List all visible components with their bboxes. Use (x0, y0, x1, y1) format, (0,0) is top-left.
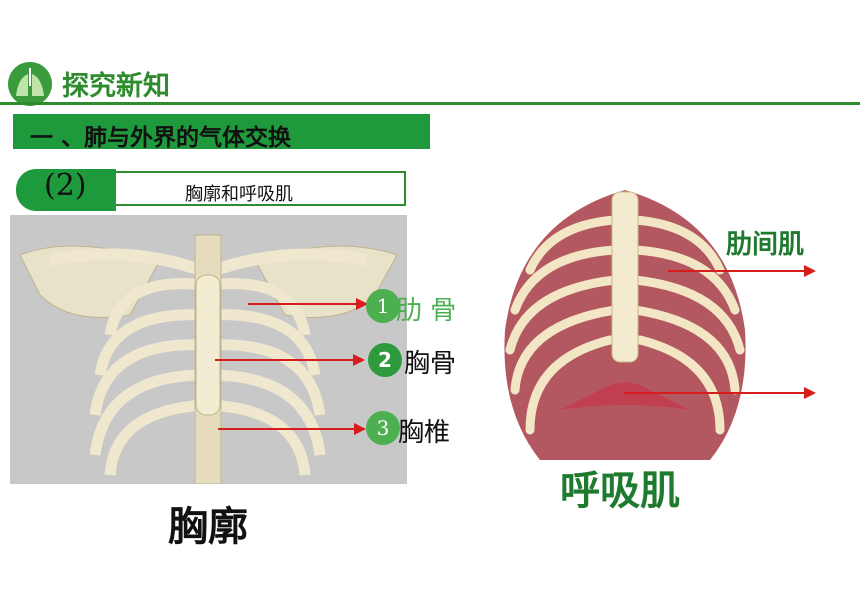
left-caption: 胸廓 (168, 504, 248, 550)
right-caption: 呼吸肌 (560, 468, 680, 514)
arrow-vertebra-head (354, 423, 366, 435)
intercostal-label: 肋间肌 (726, 230, 805, 260)
arrow-intercostal-head (804, 265, 816, 277)
label-number-2: 2 (368, 343, 402, 377)
arrow-rib-head (356, 298, 368, 310)
label-sternum: 胸骨 (404, 349, 457, 379)
label-number-3: 3 (366, 411, 400, 445)
arrow-sternum-head (353, 354, 365, 366)
label-vertebra: 胸椎 (398, 418, 451, 448)
header-divider (0, 102, 860, 105)
subsection-box (112, 171, 406, 206)
subsection-badge (16, 169, 116, 211)
arrow-intercostal (668, 270, 804, 272)
page-title: 探究新知 (62, 71, 170, 102)
label-number-1: 1 (366, 289, 400, 323)
arrow-rib (248, 303, 356, 305)
arrow-diaphragm (624, 392, 804, 394)
label-rib: 肋 骨 (396, 296, 457, 326)
arrow-diaphragm-head (804, 387, 816, 399)
section-title: 一 、肺与外界的气体交换 (30, 125, 292, 151)
lungs-icon (8, 62, 52, 106)
subsection-number: (2) (44, 168, 87, 203)
section-bar (13, 114, 430, 149)
arrow-vertebra (218, 428, 354, 430)
respiratory-muscle-illustration (490, 180, 760, 480)
arrow-sternum (215, 359, 353, 361)
subsection-title: 胸廓和呼吸肌 (185, 184, 293, 205)
rib-cage-photo (10, 215, 407, 485)
